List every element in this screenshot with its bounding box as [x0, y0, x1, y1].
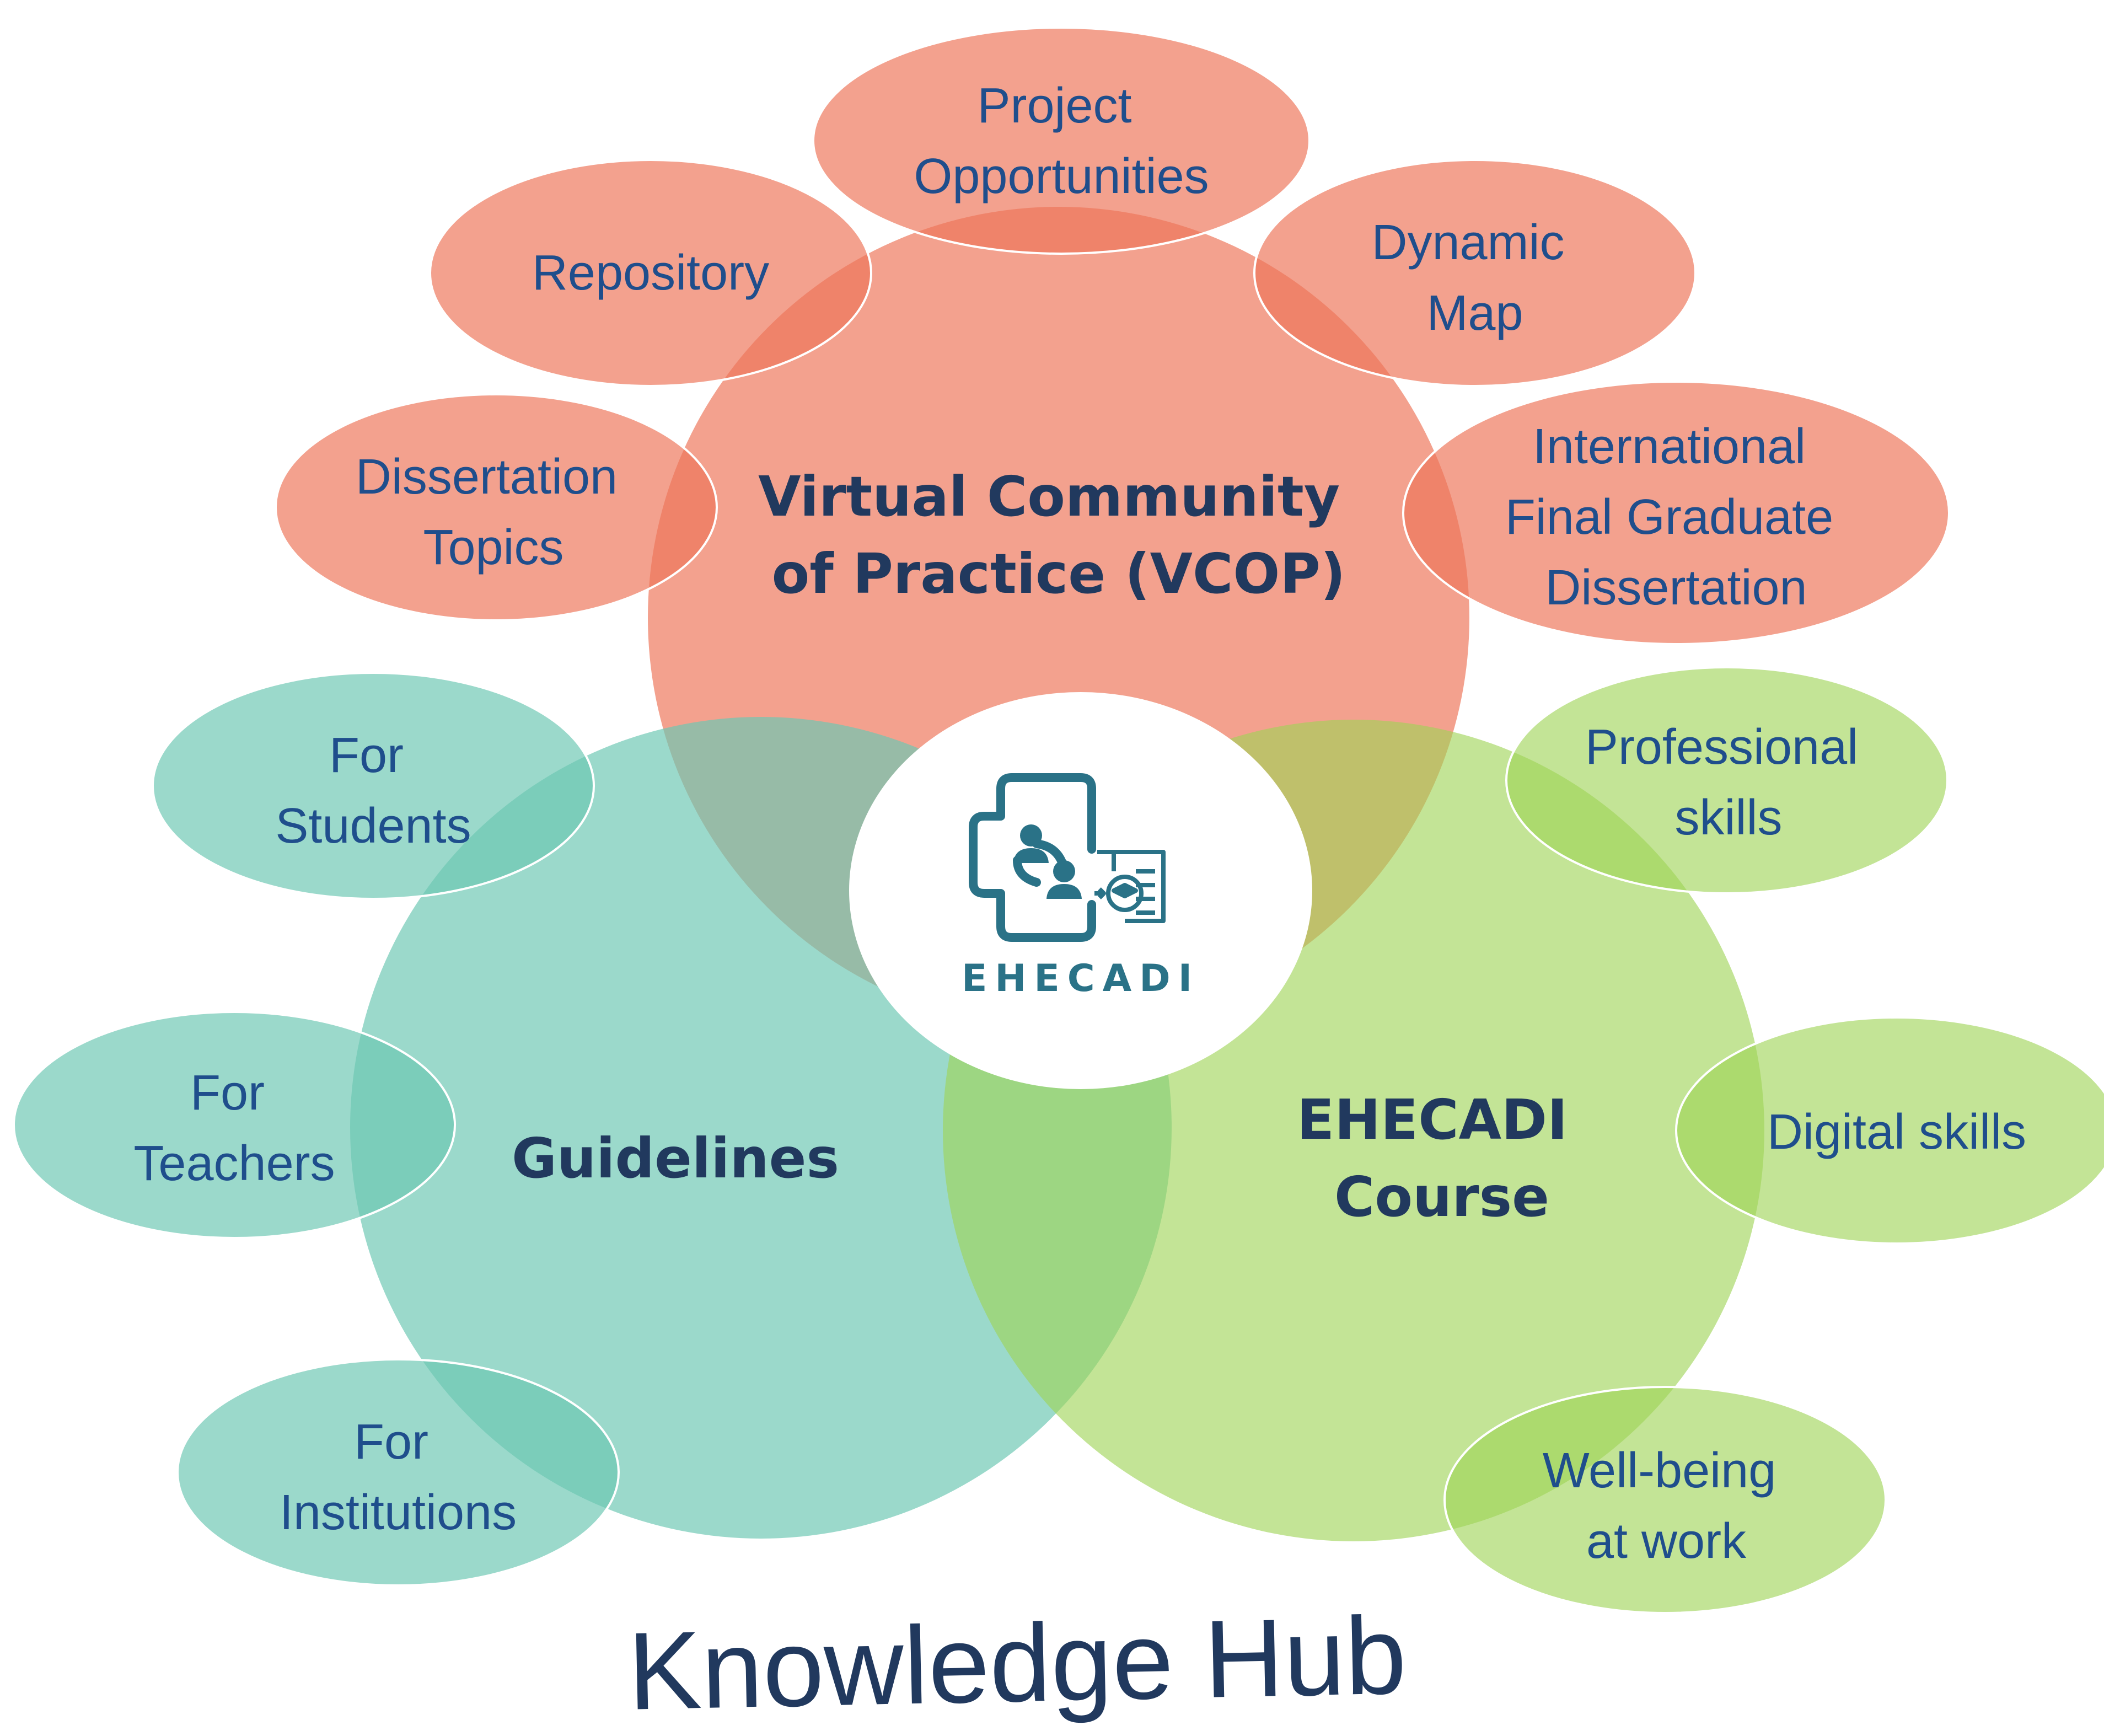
svg-text:For Teachers: For Teachers	[133, 1065, 335, 1191]
sat-text-line: Map	[1426, 286, 1523, 341]
sat-text-line: Topics	[423, 520, 563, 575]
sat-text-line: For	[329, 728, 404, 783]
sat-text-line: Dissertation	[1545, 560, 1807, 615]
sat-text-line: Repository	[532, 245, 769, 301]
vcop-label: Virtual Community of Practice (VCOP)	[758, 464, 1359, 606]
svg-text:International Final Grad: International Final Graduate Dissertatio…	[1505, 419, 1847, 615]
svg-text:Repository: Repository	[532, 245, 769, 301]
sat-text-line: Well-being	[1543, 1443, 1776, 1498]
vcop-satellite-project-opportunities[interactable]: Project Opportunities	[812, 26, 1311, 255]
vcop-satellite-dissertation-topics[interactable]: Dissertation Topics	[275, 393, 718, 621]
svg-text:Dissertation Topics: Dissertation Topics	[356, 449, 631, 575]
sat-text-line: Professional	[1585, 720, 1858, 775]
sat-text-line: Opportunities	[914, 149, 1209, 204]
svg-text:Dynamic Map: Dynamic Map	[1371, 215, 1578, 341]
sat-text-line: Dissertation	[356, 449, 618, 505]
guidelines-satellite-teachers[interactable]: For Teachers	[13, 1011, 456, 1239]
svg-text:For Students: For Students	[275, 728, 471, 854]
center-logo[interactable]: EHECADI	[849, 692, 1312, 1089]
sat-text-line: Dynamic	[1371, 215, 1564, 270]
sat-text-line: For	[190, 1065, 265, 1121]
svg-text:For Institutions: For Institutions	[280, 1414, 517, 1540]
sat-text-line: International	[1533, 419, 1806, 474]
sat-text-line: at work	[1586, 1514, 1747, 1569]
guidelines-satellite-students[interactable]: For Students	[152, 672, 595, 900]
logo-text: EHECADI	[962, 957, 1200, 1000]
course-satellite-professional-skills[interactable]: Professional skills	[1505, 666, 1949, 894]
sat-text-line: For	[354, 1414, 428, 1470]
guidelines-satellite-institutions[interactable]: For Institutions	[176, 1358, 620, 1587]
svg-text:Digital skills: Digital skills	[1767, 1105, 2026, 1160]
svg-text:Professional skills: Professional skills	[1585, 720, 1872, 845]
sat-text-line: Students	[275, 799, 471, 854]
vcop-satellite-dynamic-map[interactable]: Dynamic Map	[1253, 159, 1697, 387]
vcop-satellite-repository[interactable]: Repository	[429, 159, 872, 387]
page-title: Knowledge Hub	[626, 1594, 1407, 1733]
course-label: EHECADI Course	[1297, 1087, 1587, 1229]
course-satellite-well-being[interactable]: Well-being at work	[1443, 1386, 1887, 1614]
sat-text-line: skills	[1675, 790, 1783, 845]
people-icon	[1013, 824, 1082, 899]
svg-text:Project Opportunities: Project Opportunities	[914, 78, 1209, 204]
vcop-satellite-international-dissertation[interactable]: International Final Graduate Dissertatio…	[1402, 381, 1950, 645]
sat-text-line: Final Graduate	[1505, 490, 1833, 545]
sat-text-line: Project	[977, 78, 1131, 133]
sat-text-line: Teachers	[133, 1136, 335, 1191]
svg-text:Well-being at work: Well-being at work	[1543, 1443, 1790, 1569]
guidelines-label: Guidelines	[512, 1126, 839, 1191]
document-graduate-icon	[1094, 850, 1166, 923]
course-satellite-digital-skills[interactable]: Digital skills	[1675, 1016, 2104, 1245]
sat-text-line: Digital skills	[1767, 1105, 2026, 1160]
sat-text-line: Institutions	[280, 1485, 517, 1540]
